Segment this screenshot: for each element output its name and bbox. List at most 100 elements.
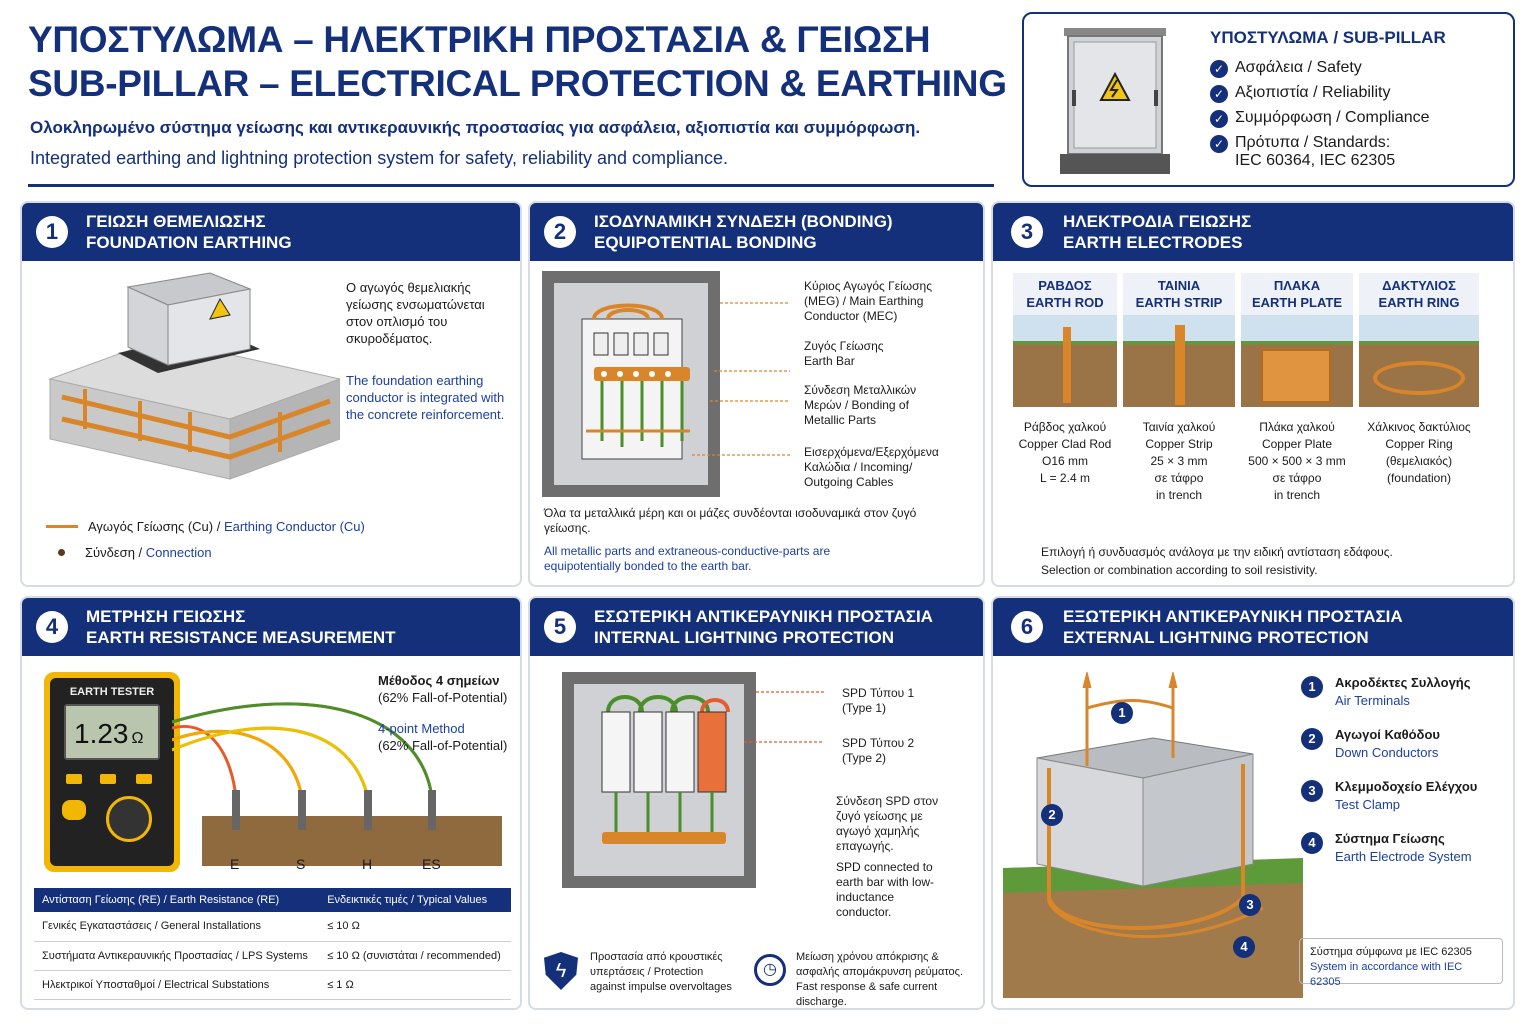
clock-icon: ◷ (754, 954, 786, 986)
p1-text-greek: Ο αγωγός θεμελιακής γείωσης ενσωματώνετα… (346, 280, 485, 346)
reading-value: 1.23 (74, 718, 129, 749)
legend-number: 3 (1301, 780, 1323, 802)
callout-marker: 4 (1233, 936, 1255, 958)
connection-dot-icon (58, 549, 65, 556)
p2-text-english: All metallic parts and extraneous-conduc… (544, 544, 831, 573)
panel-number: 2 (544, 216, 576, 248)
legend-number: 4 (1301, 832, 1323, 854)
label-main-earthing-conductor: Κύριος Αγωγός Γείωσης (MEG) / Main Earth… (804, 279, 932, 323)
panel-equipotential-bonding: 2 ΙΣΟΔΥΝΑΜΙΚΗ ΣΥΝΔΕΣΗ (BONDING)EQUIPOTEN… (528, 201, 985, 587)
spd-cabinet-illustration (562, 672, 824, 888)
callout-marker: 3 (1239, 894, 1261, 916)
table-header: Αντίσταση Γείωσης (RE) / Earth Resistanc… (34, 888, 320, 912)
electrode-illustration (1241, 315, 1353, 407)
legend-number: 2 (1301, 728, 1323, 750)
p2-text-greek: Όλα τα μεταλλικά μέρη και οι μάζες συνδέ… (544, 506, 917, 535)
test-button[interactable] (62, 800, 86, 820)
summary-box: ΥΠΟΣΤΥΛΩΜΑ / SUB-PILLAR ✓Ασφάλεια / Safe… (1022, 12, 1515, 187)
probe-label: S (296, 856, 306, 872)
p1-text-english: The foundation earthing conductor is int… (346, 373, 505, 422)
earth-plate-icon (1261, 349, 1331, 403)
copper-line-icon (46, 525, 78, 528)
p3-text-greek: Επιλογή ή συνδυασμός ανάλογα με την ειδι… (1041, 545, 1393, 559)
feature-fast-response: Μείωση χρόνου απόκρισης & ασφαλής απομάκ… (796, 951, 963, 1008)
probe-label: E (230, 856, 240, 872)
legend-conductor: Αγωγός Γείωσης (Cu) / Earthing Conductor… (46, 519, 365, 534)
shield-lightning-icon: ϟ (544, 952, 578, 990)
callout-marker: 2 (1041, 804, 1063, 826)
panel-header: 2 ΙΣΟΔΥΝΑΜΙΚΗ ΣΥΝΔΕΣΗ (BONDING)EQUIPOTEN… (530, 203, 983, 261)
building-lps-illustration (1003, 671, 1303, 998)
summary-title: ΥΠΟΣΤΥΛΩΜΑ / SUB-PILLAR (1210, 28, 1446, 47)
method-english: 4-point Method(62% Fall-of-Potential) (378, 721, 508, 753)
title-greek: ΥΠΟΣΤΥΛΩΜΑ – ΗΛΕΚΤΡΙΚΗ ΠΡΟΣΤΑΣΙΑ & ΓΕΙΩΣ… (28, 19, 931, 60)
subtitle-english: Integrated earthing and lightning protec… (30, 148, 729, 168)
earth-rod-icon (1062, 327, 1071, 403)
table-header: Ενδεικτικές τιμές / Typical Values (319, 888, 511, 912)
spd-connection-greek: Σύνδεση SPD στον ζυγό γείωσης με αγωγό χ… (836, 794, 939, 853)
label-bonding-metallic: Σύνδεση Μεταλλικών Μερών / Bonding of Me… (804, 383, 917, 427)
summary-item: ✓Πρότυπα / Standards:IEC 60364, IEC 6230… (1210, 134, 1395, 170)
foundation-illustration (48, 272, 340, 480)
reading-unit: Ω (131, 730, 144, 747)
callout-marker: 1 (1111, 702, 1133, 724)
bonding-cabinet-illustration (542, 271, 790, 497)
summary-item: ✓Συμμόρφωση / Compliance (1210, 109, 1430, 128)
label-earth-bar: Ζυγός Γείωσης Earth Bar (804, 339, 884, 368)
summary-item: ✓Ασφάλεια / Safety (1210, 59, 1362, 78)
subtitle-greek: Ολοκληρωμένο σύστημα γείωσης και αντικερ… (30, 118, 921, 137)
feature-protection: Προστασία από κρουστικές υπερτάσεις / Pr… (590, 951, 732, 993)
panel-number: 3 (1011, 216, 1043, 248)
probe-label: ES (422, 856, 441, 872)
panel-number: 4 (36, 611, 68, 643)
check-icon: ✓ (1210, 85, 1228, 103)
page-title: ΥΠΟΣΤΥΛΩΜΑ – ΗΛΕΚΤΡΙΚΗ ΠΡΟΣΤΑΣΙΑ & ΓΕΙΩΣ… (28, 18, 1007, 106)
table-row: Συστήματα Αντικεραυνικής Προστασίας / LP… (34, 941, 511, 971)
check-icon: ✓ (1210, 135, 1228, 153)
panel-number: 6 (1011, 611, 1043, 643)
method-greek: Μέθοδος 4 σημείων(62% Fall-of-Potential) (378, 673, 508, 705)
title-english: SUB-PILLAR – ELECTRICAL PROTECTION & EAR… (28, 63, 1007, 104)
spd-type2-label: SPD Τύπου 2(Type 2) (842, 736, 915, 765)
rotary-dial[interactable] (106, 796, 152, 842)
check-icon: ✓ (1210, 110, 1228, 128)
earth-strip-icon (1174, 325, 1185, 405)
tester-label: EARTH TESTER (69, 686, 155, 698)
resistance-table: Αντίσταση Γείωσης (RE) / Earth Resistanc… (34, 888, 511, 1000)
earth-ring-icon (1373, 361, 1465, 395)
electrode-illustration (1013, 315, 1117, 407)
summary-item: ✓Αξιοπιστία / Reliability (1210, 84, 1390, 103)
label-incoming-cables: Εισερχόμενα/Εξερχόμενα Καλώδια / Incomin… (804, 445, 939, 489)
electrode-illustration (1359, 315, 1479, 407)
table-row: Ηλεκτρικοί Υποσταθμοί / Electrical Subst… (34, 970, 511, 1000)
legend-number: 1 (1301, 676, 1323, 698)
header-divider (28, 184, 994, 187)
panel-number: 1 (36, 216, 68, 248)
check-icon: ✓ (1210, 60, 1228, 78)
p3-text-english: Selection or combination according to so… (1041, 563, 1318, 577)
sub-pillar-cabinet-icon (1060, 28, 1170, 174)
